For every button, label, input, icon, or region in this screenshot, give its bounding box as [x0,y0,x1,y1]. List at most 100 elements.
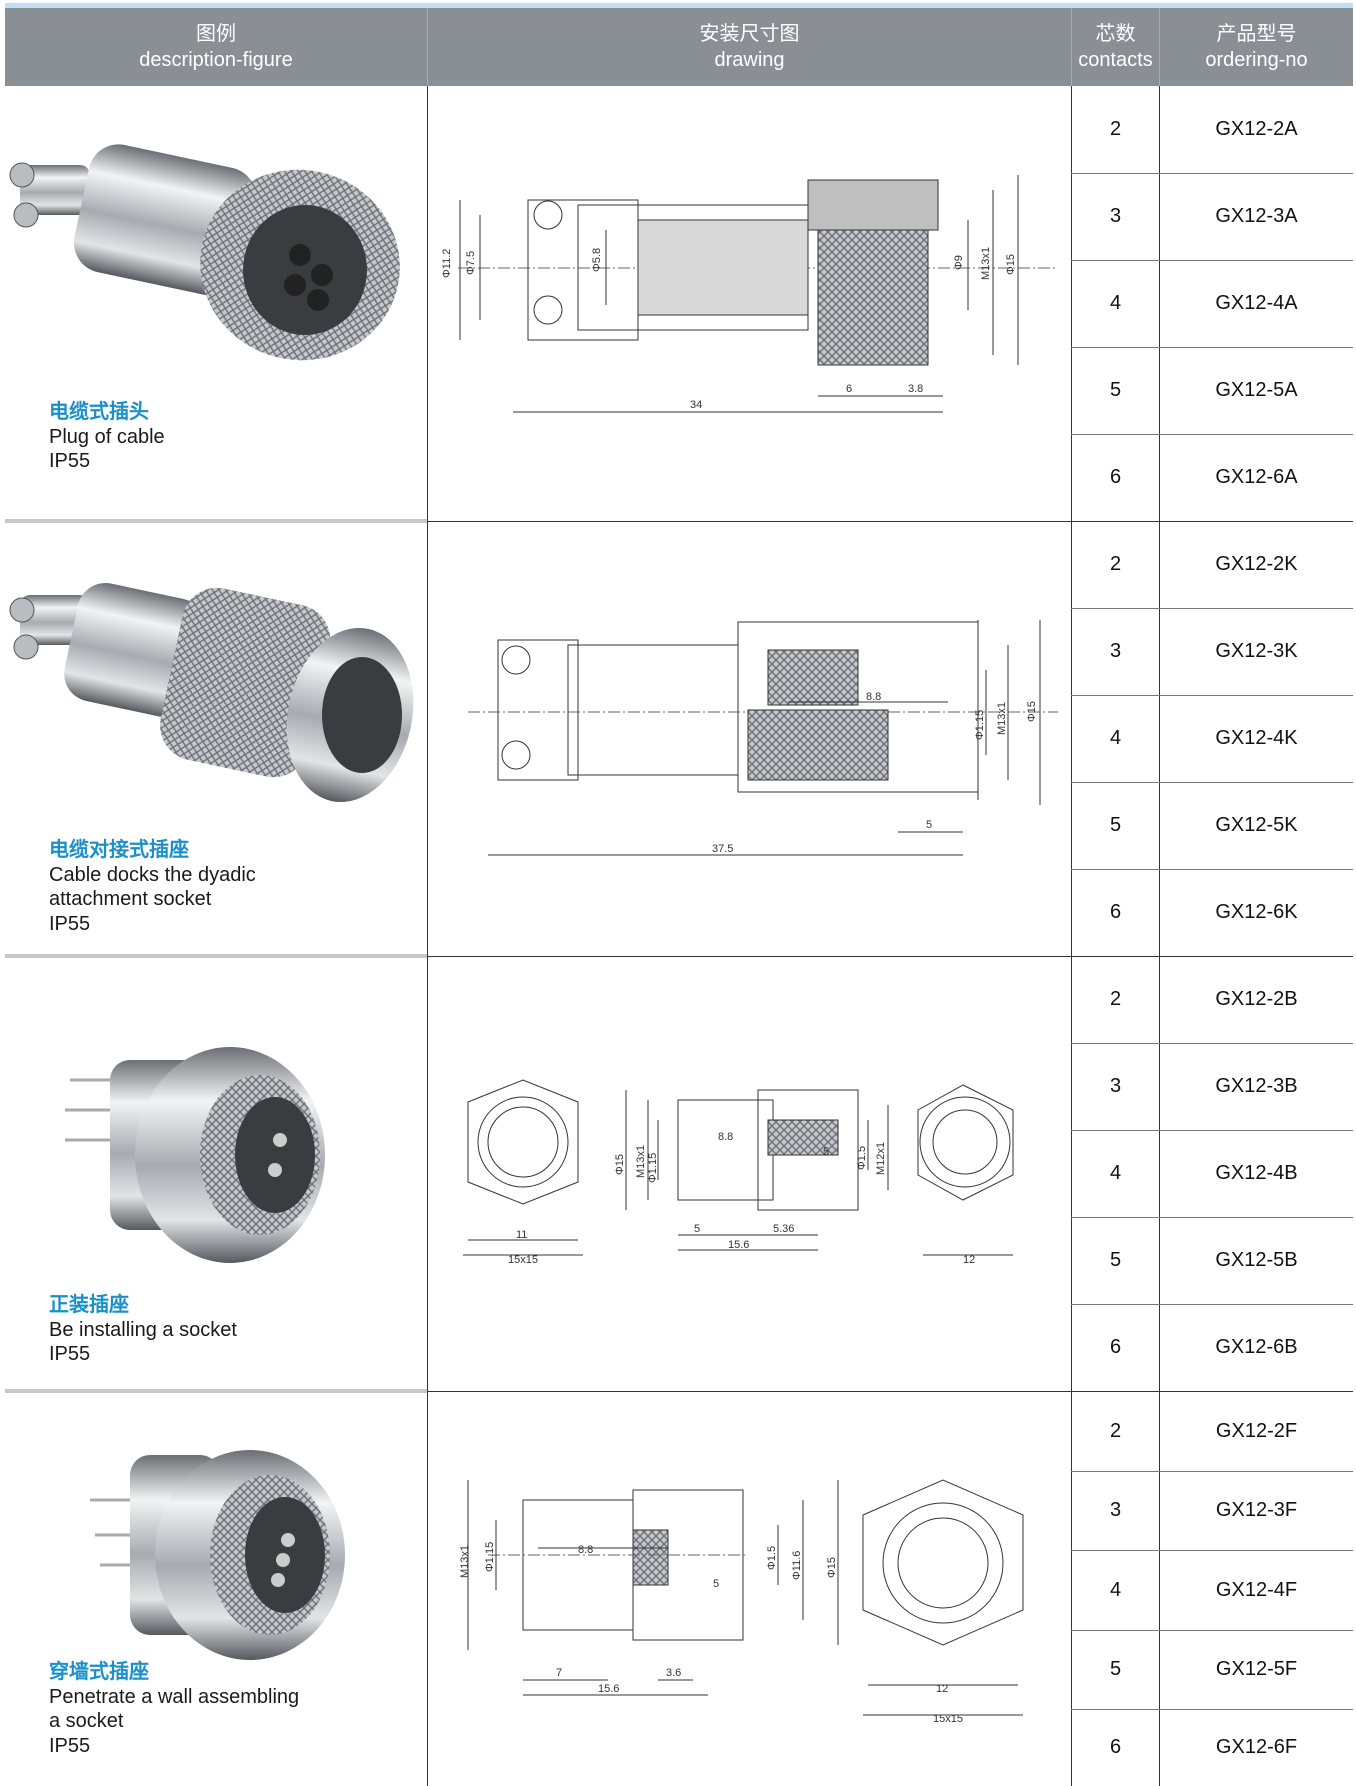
dim-label: M13x1 [996,702,1008,735]
dim-label: M12x1 [875,1142,887,1175]
dim-label: 6 [846,383,852,395]
ordering-no-cell: GX12-6B [1215,1336,1298,1358]
dim-label: Φ15 [614,1154,626,1175]
header-col4-cn: 产品型号 [1216,23,1297,45]
header-description-figure: 图例 description-figure [5,8,427,86]
contacts-cell: 6 [1109,901,1122,923]
ordering-no-cell: GX12-3A [1215,205,1298,227]
dim-label: 8.8 [578,1544,593,1556]
row-divider [1071,1550,1353,1551]
header-col2-en: drawing [714,49,785,71]
dim-label: 34 [690,399,702,411]
dim-label: 8.8 [718,1131,733,1143]
left-section-divider [5,519,427,523]
product-name-cn: 电缆对接式插座 [49,839,189,861]
ordering-no-cell: GX12-5K [1215,814,1298,836]
dim-label: Φ7.5 [465,251,477,275]
contacts-cell: 2 [1109,118,1122,140]
ordering-no-cell: GX12-6K [1215,901,1298,923]
dim-label: 15x15 [933,1713,963,1725]
row-divider [1071,434,1353,435]
product-name-en: a socket [49,1710,124,1732]
ordering-no-cell: GX12-4K [1215,727,1298,749]
dim-label: Φ1.5 [856,1146,868,1170]
ordering-no-cell: GX12-6F [1215,1736,1298,1758]
table-header: 图例 description-figure 安装尺寸图 drawing 芯数 c… [5,8,1353,86]
cable-socket-drawing: 8.8 Φ1.15 M13x1 Φ15 5 37.5 [468,620,1058,856]
product-description: 电缆式插头 Plug of cable IP55 [49,400,165,474]
contacts-cell: 5 [1109,1658,1122,1680]
left-section-divider [5,1389,427,1393]
dim-label: 12 [936,1683,948,1695]
contacts-cell: 4 [1109,727,1122,749]
grid-line [427,86,428,1786]
ordering-no-cell: GX12-5F [1215,1658,1298,1680]
row-divider [1071,1043,1353,1044]
left-section-divider [5,954,427,958]
grid-line [1071,86,1072,1786]
dim-label: 11 [516,1229,527,1241]
header-col1-cn: 图例 [196,23,236,45]
row-divider [1071,608,1353,609]
dim-label: Φ15 [1005,254,1017,275]
dim-label: 5.36 [773,1223,794,1235]
grid-line [1159,86,1160,1786]
ordering-no-cell: GX12-5B [1215,1249,1298,1271]
contacts-cell: 3 [1109,640,1122,662]
contacts-cell: 6 [1109,466,1122,488]
dim-label: Φ11.6 [791,1551,803,1580]
contacts-cell: 5 [1109,814,1122,836]
through-wall-socket-photo [90,1450,345,1660]
row-divider [1071,1471,1353,1472]
product-name-en: Cable docks the dyadic [49,863,256,886]
dim-label: Φ11.2 [441,249,453,278]
dim-label: 5 [926,819,932,831]
header-separator [1071,8,1072,86]
dim-label: 5 [713,1578,719,1590]
row-divider [1071,260,1353,261]
ordering-no-cell: GX12-2K [1215,553,1298,575]
header-separator [1159,8,1160,86]
product-name-en: attachment socket [49,888,212,910]
row-divider [1071,782,1353,783]
product-name-en: Be installing a socket [49,1318,237,1341]
dim-label: Φ1.15 [484,1542,496,1572]
dim-label: 7 [556,1667,562,1679]
panel-socket-photo [65,1047,325,1263]
section-divider [427,521,1353,522]
protection-rating: IP55 [49,1343,91,1365]
row-divider [1071,1709,1353,1710]
header-col3-cn: 芯数 [1095,23,1136,45]
header-col4-en: ordering-no [1205,49,1308,71]
header-contacts: 芯数 contacts [1072,8,1159,86]
dim-label: 5 [694,1223,700,1235]
product-description: 穿墙式插座 Penetrate a wall assembling a sock… [49,1660,299,1758]
ordering-no-cell: GX12-2F [1215,1419,1298,1442]
dim-label: 15.6 [598,1683,619,1695]
header-separator [427,8,428,86]
contacts-cell: 5 [1109,379,1122,401]
contacts-cell: 4 [1109,292,1122,314]
dim-label: 3.8 [908,383,923,395]
dim-label: Φ1.15 [974,710,986,740]
dim-label: 8.8 [866,691,881,703]
ordering-no-cell: GX12-4F [1215,1578,1298,1601]
dim-label: M13x1 [980,247,992,280]
row-divider [1071,1630,1353,1631]
product-description: 正装插座 Be installing a socket IP55 [49,1293,237,1367]
contacts-cell: 3 [1109,205,1122,227]
row-divider [1071,695,1353,696]
dim-label: M13x1 [459,1545,471,1578]
dim-label: 3.6 [666,1667,681,1679]
dim-label: 5 [823,1146,829,1158]
cable-socket-photo [9,583,414,803]
row-divider [1071,869,1353,870]
contacts-cell: 5 [1109,1249,1122,1271]
dim-label: Φ9 [953,255,965,270]
protection-rating: IP55 [49,450,91,472]
row-divider [1071,347,1353,348]
dim-label: Φ5.8 [591,248,603,272]
product-name-cn: 正装插座 [49,1294,129,1316]
ordering-no-cell: GX12-4A [1215,292,1298,314]
dim-label: M13x1 [635,1145,647,1178]
